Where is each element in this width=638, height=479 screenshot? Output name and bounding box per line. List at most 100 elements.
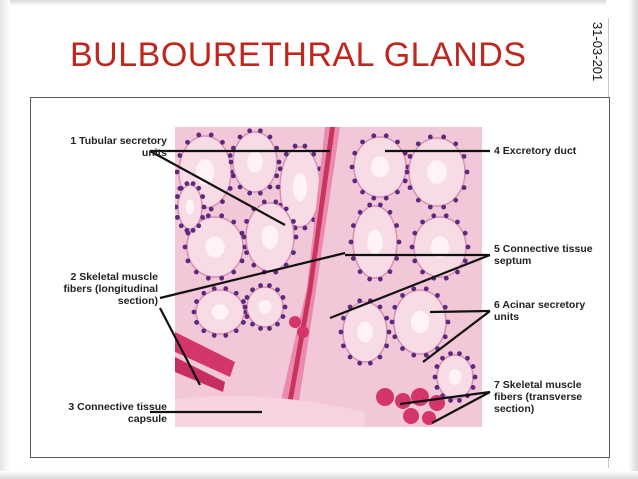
cell-nucleus [267,184,273,190]
cell-nucleus [457,351,462,357]
cell-nucleus [434,364,440,369]
cell-nucleus [302,225,308,231]
label-3-line-b: capsule [127,413,167,425]
cell-nucleus [461,153,467,159]
label-5-line-a: 5 Connective tissue [494,243,593,255]
cell-nucleus [384,315,390,321]
septum-band [275,127,340,427]
cell-nucleus [387,209,393,215]
cell-nucleus [348,239,354,245]
cell-nucleus [261,199,267,205]
cell-nucleus [395,139,400,145]
cell-nucleus [193,269,199,275]
cell-nucleus [443,275,449,281]
label-6-line-a: 6 Acinar secretory [494,299,586,311]
cell-nucleus [441,134,447,140]
cell-nucleus [185,139,190,145]
cell-nucleus [233,328,239,334]
label-excretory-duct: 4 Excretory duct [494,145,604,157]
cell-nucleus [244,218,249,224]
cell-nucleus [377,276,383,282]
cell-nucleus [200,194,206,199]
cell-nucleus [280,314,286,319]
cell-nucleus [219,275,225,281]
cell-nucleus [201,290,207,296]
cell-nucleus [395,189,400,195]
cell-nucleus [233,290,239,296]
label-4: 4 Excretory duct [494,145,577,157]
cell-nucleus [184,227,190,233]
cell-nucleus [442,304,448,310]
cell-nucleus [291,218,296,224]
label-1-line-a: 1 Tubular secretory [70,135,167,147]
cell-nucleus [250,287,255,293]
cell-nucleus [282,304,288,310]
label-tubular-secretory-units: 1 Tubular secretory units [34,135,167,159]
cell-nucleus [371,195,377,201]
cell-nucleus [205,213,211,219]
slide-date: 31-03-201 [588,22,608,100]
cell-nucleus [367,360,373,366]
gland-lumen [205,236,225,258]
cell-nucleus [400,293,405,298]
cell-nucleus [412,258,418,264]
cell-nucleus [247,190,253,196]
cell-nucleus [258,283,263,288]
cell-nucleus [441,204,447,210]
gland-lumen [427,160,447,184]
cell-nucleus [435,346,440,351]
cell-nucleus [190,227,196,233]
cell-nucleus [247,128,253,134]
cell-nucleus [205,275,211,281]
cell-nucleus [230,173,236,179]
cell-nucleus [239,230,245,236]
cell-nucleus [394,223,400,228]
cell-nucleus [472,374,478,380]
cell-nucleus [230,145,236,151]
cell-nucleus [194,299,199,304]
cell-nucleus [462,258,468,264]
label-3-line-a: 3 Connective tissue [68,401,167,413]
cell-nucleus [241,234,247,240]
cell-nucleus [280,295,286,300]
label-2-line-a: 2 Skeletal muscle [70,271,158,283]
cell-nucleus [392,334,398,340]
cell-nucleus [448,351,453,357]
cell-nucleus [273,269,279,275]
cell-nucleus [220,199,225,205]
cell-nucleus [377,202,383,208]
cell-nucleus [275,321,280,327]
cell-nucleus [241,320,246,325]
cell-nucleus [407,185,413,191]
gland-lumen [258,300,272,314]
cell-nucleus [445,319,451,325]
cell-nucleus [400,346,405,351]
cell-nucleus [367,202,373,208]
cell-nucleus [387,269,393,275]
cell-nucleus [464,169,470,175]
cell-nucleus [293,234,299,240]
cell-nucleus [175,194,180,199]
cell-nucleus [402,150,408,156]
cell-nucleus [242,304,248,310]
cell-nucleus [384,343,390,349]
gland-lumen [367,229,383,255]
cell-nucleus [411,286,417,292]
cell-nucleus [239,258,245,264]
cell-nucleus [340,343,346,349]
label-7-line-b: fibers (transverse [494,391,583,403]
cell-nucleus [383,195,389,201]
cell-nucleus [465,244,471,250]
label-skeletal-muscle-longitudinal: 2 Skeletal muscle fibers (longitudinal s… [34,271,159,307]
cell-nucleus [178,185,184,191]
cell-nucleus [340,315,346,321]
cell-nucleus [409,244,415,250]
cell-nucleus [455,269,460,275]
capsule-band [175,395,365,427]
cell-nucleus [360,139,365,145]
cell-nucleus [423,352,429,358]
cell-nucleus [440,355,445,361]
cell-nucleus [360,189,365,195]
cell-nucleus [191,309,197,315]
label-connective-tissue-septum: 5 Connective tissue septum [494,243,606,267]
